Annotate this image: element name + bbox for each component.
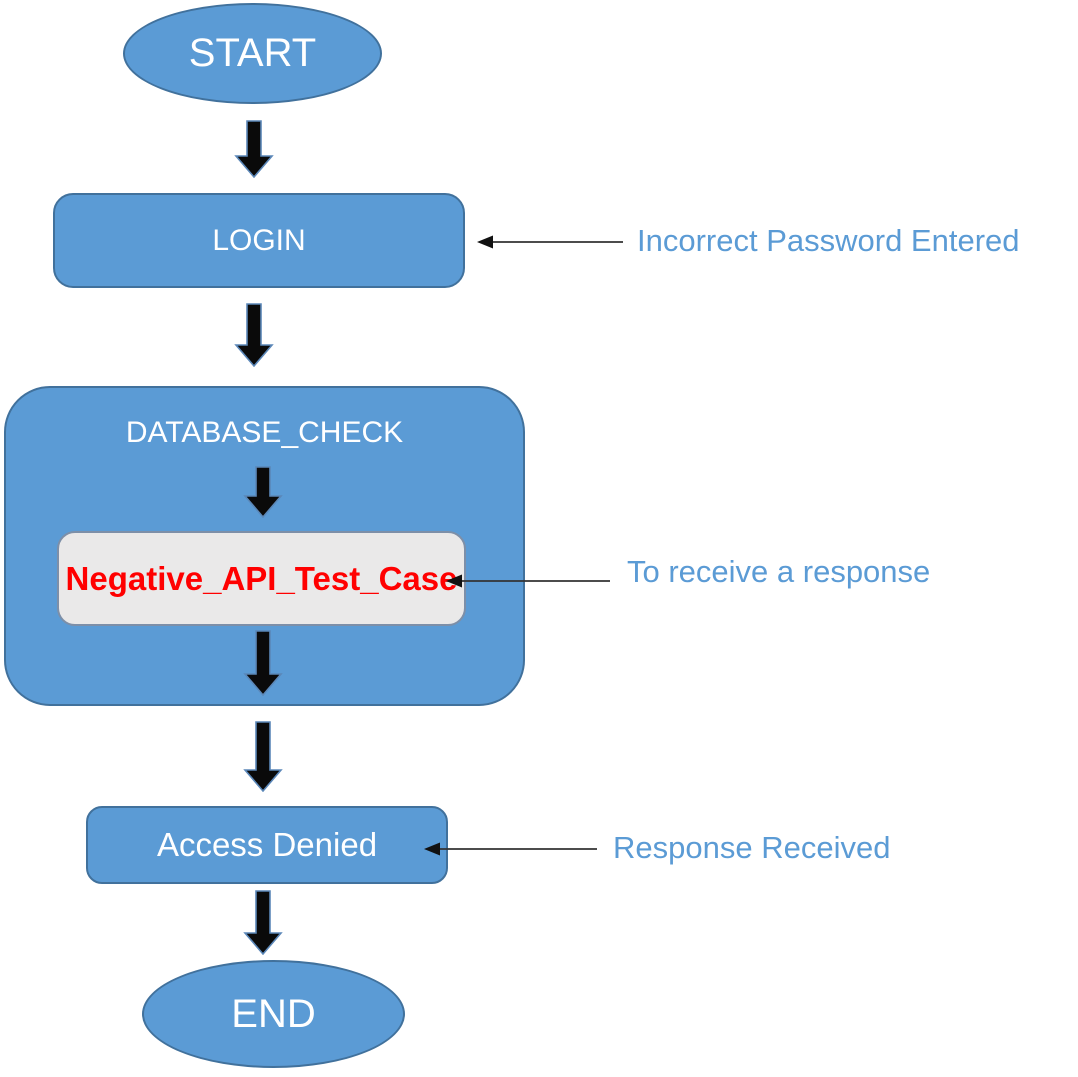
- down-block-arrow-icon: [243, 630, 283, 696]
- flowchart-node-end: END: [142, 960, 405, 1068]
- left-arrow-annotation-icon: [424, 842, 597, 856]
- flowchart-node-login: LOGIN: [53, 193, 465, 288]
- annotation-incorrect-password: Incorrect Password Entered: [637, 223, 1020, 258]
- down-block-arrow-icon: [234, 120, 274, 178]
- down-block-arrow-icon: [243, 890, 283, 955]
- flowchart-node-negative-api-test-case: Negative_API_Test_Case: [57, 531, 466, 626]
- login-label: LOGIN: [212, 223, 306, 257]
- database-check-label: DATABASE_CHECK: [125, 416, 404, 449]
- annotation-response-received: Response Received: [613, 830, 891, 865]
- negative-api-test-case-label: Negative_API_Test_Case: [65, 559, 458, 597]
- flowchart-node-start: START: [123, 3, 382, 104]
- down-block-arrow-icon: [243, 466, 283, 518]
- flowchart-node-access-denied: Access Denied: [86, 806, 448, 884]
- down-block-arrow-icon: [234, 303, 274, 367]
- left-arrow-annotation-icon: [477, 235, 623, 249]
- end-label: END: [231, 991, 316, 1036]
- left-arrow-annotation-icon: [446, 574, 610, 588]
- access-denied-label: Access Denied: [156, 826, 378, 863]
- down-block-arrow-icon: [243, 721, 283, 792]
- start-label: START: [188, 31, 317, 75]
- annotation-to-receive-response: To receive a response: [627, 554, 931, 589]
